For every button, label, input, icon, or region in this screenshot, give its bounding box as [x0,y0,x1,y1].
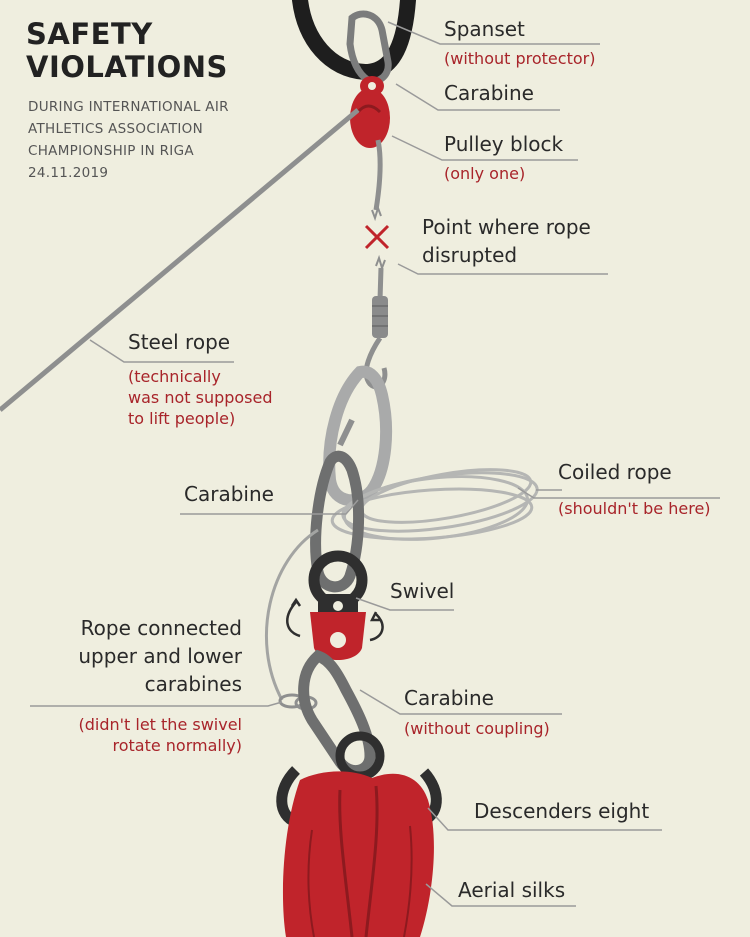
lower-carabine [298,649,376,776]
note-pulley: (only one) [444,164,526,183]
note-steel-rope: (technically was not supposed to lift pe… [128,366,273,429]
label-descenders: Descenders eight [474,799,650,823]
subtitle-line-1: DURING INTERNATIONAL AIR [28,99,229,115]
label-coiled-rope: Coiled rope [558,460,672,484]
label-carabine-mid: Carabine [184,482,274,506]
rope-connected-line-3: carabines [144,672,242,696]
rope-connected-note-1: (didn't let the swivel [78,715,242,734]
rope-end-lower [363,254,388,390]
steel-rope-note-2: was not supposed [128,388,273,407]
label-carabine-low: Carabine [404,686,494,710]
note-coiled-rope: (shouldn't be here) [558,499,711,518]
top-carabine [346,10,392,85]
label-carabine-top: Carabine [444,81,534,105]
disruption-line-1: Point where rope [422,215,591,239]
subtitle-line-4: 24.11.2019 [28,165,109,181]
label-spanset: Spanset [444,17,525,41]
disruption-x-mark [364,224,390,250]
label-swivel: Swivel [390,579,455,603]
steel-rope-note-3: to lift people) [128,409,236,428]
coiled-rope [330,468,539,541]
subtitle-line-3: CHAMPIONSHIP IN RIGA [28,143,194,159]
aerial-silks [282,771,434,937]
pulley-block [350,76,390,148]
disruption-line-2: disrupted [422,243,518,267]
rope-connected-line-1: Rope connected [80,616,242,640]
steel-rope-note-1: (technically [128,367,221,386]
upper-carabine [323,365,393,507]
rope-connected-line-2: upper and lower [78,644,242,668]
spanset-sling [292,0,416,81]
label-silks: Aerial silks [458,878,566,902]
label-disruption: Point where rope disrupted [422,213,591,269]
note-spanset: (without protector) [444,49,596,68]
title-line-1: SAFETY [26,17,153,51]
subtitle-line-2: ATHLETICS ASSOCIATION [28,121,203,137]
event-subtitle: DURING INTERNATIONAL AIR ATHLETICS ASSOC… [28,96,229,184]
middle-carabine [310,450,365,593]
connecting-rope [264,528,319,711]
label-rope-connected: Rope connected upper and lower carabines [40,614,242,698]
title-line-2: VIOLATIONS [26,50,228,84]
rope-connected-note-2: rotate normally) [112,736,242,755]
note-rope-connected: (didn't let the swivel rotate normally) [40,714,242,756]
label-steel-rope: Steel rope [128,330,231,354]
label-pulley: Pulley block [444,132,564,156]
rope-end-upper [371,139,383,222]
swivel [286,550,384,660]
steel-rope [0,108,360,412]
note-carabine-low: (without coupling) [404,719,550,738]
leader-lines [30,21,720,907]
page-title: SAFETY VIOLATIONS [26,18,228,84]
